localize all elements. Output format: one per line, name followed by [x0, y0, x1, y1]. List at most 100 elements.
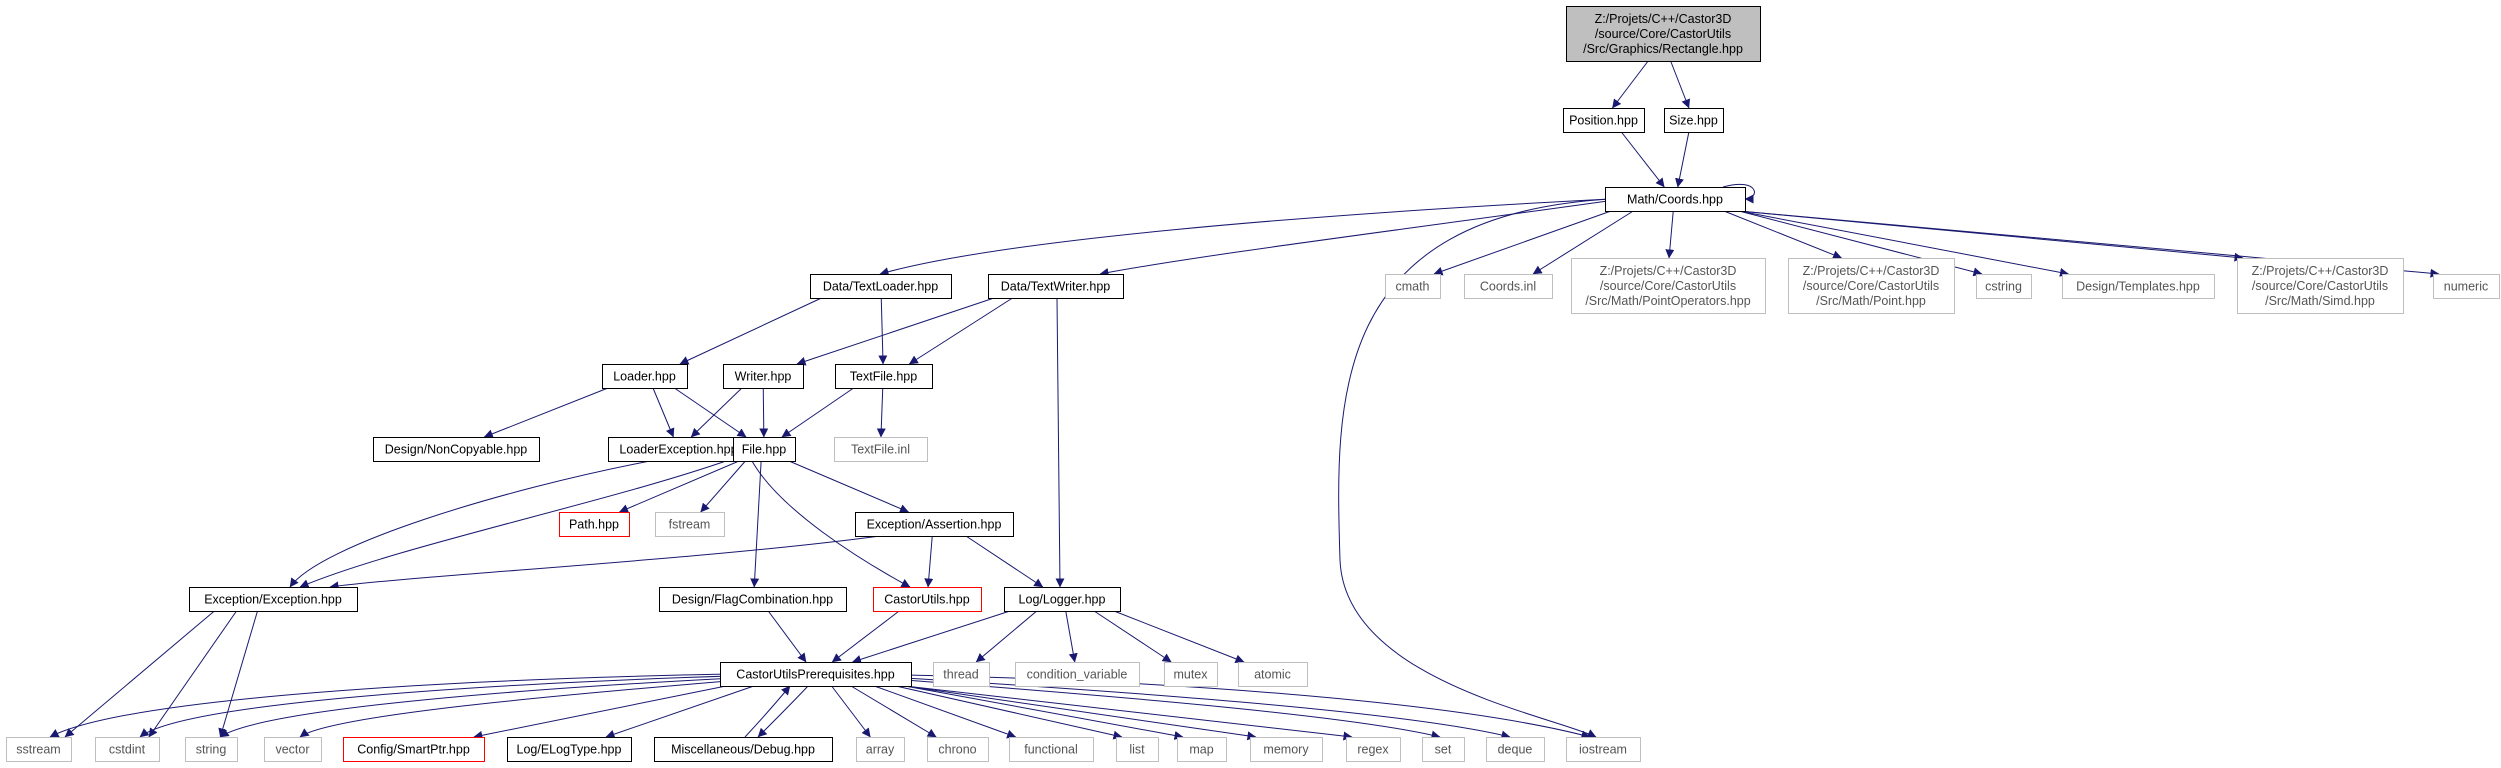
node-box-vector — [264, 737, 322, 762]
node-path[interactable]: Path.hpp — [559, 512, 630, 537]
node-flagcomb[interactable]: Design/FlagCombination.hpp — [659, 587, 847, 612]
node-label-point: Z:/Projets/C++/Castor3D — [1803, 264, 1940, 278]
edge-prereq-to-iostream — [904, 674, 1591, 740]
edge-prereq-to-functional — [874, 685, 1017, 739]
node-label-textfileinl: TextFile.inl — [851, 443, 910, 457]
node-box-atomic — [1238, 662, 1308, 687]
node-label-condvar: condition_variable — [1027, 668, 1128, 682]
edge-prereq-to-debug — [757, 685, 809, 738]
node-string[interactable]: string — [185, 737, 238, 762]
node-array[interactable]: array — [856, 737, 905, 762]
edge-logger-to-thread — [975, 610, 1038, 663]
node-box-prereq — [720, 662, 912, 687]
node-iostream[interactable]: iostream — [1566, 737, 1641, 762]
node-fstream[interactable]: fstream — [655, 512, 725, 537]
node-chrono[interactable]: chrono — [927, 737, 989, 762]
node-box-chrono — [927, 737, 989, 762]
node-logger[interactable]: Log/Logger.hpp — [1004, 587, 1121, 612]
node-exception[interactable]: Exception/Exception.hpp — [189, 587, 358, 612]
node-simd[interactable]: Z:/Projets/C++/Castor3D/source/Core/Cast… — [2237, 258, 2404, 314]
node-box-assertion — [855, 512, 1014, 537]
node-textloader[interactable]: Data/TextLoader.hpp — [810, 274, 952, 299]
edge-prereq-to-smartptr — [473, 685, 727, 740]
node-prereq[interactable]: CastorUtilsPrerequisites.hpp — [720, 662, 912, 687]
edge-logger-to-atomic — [1113, 610, 1245, 664]
node-templates[interactable]: Design/Templates.hpp — [2062, 274, 2215, 299]
node-box-simd — [2237, 258, 2404, 314]
node-box-root — [1566, 6, 1761, 62]
node-box-pointops — [1571, 258, 1766, 314]
node-label-fstream: fstream — [669, 518, 711, 532]
node-loader[interactable]: Loader.hpp — [602, 364, 688, 389]
node-sstream[interactable]: sstream — [6, 737, 72, 762]
node-functional[interactable]: functional — [1009, 737, 1094, 762]
node-cmath[interactable]: cmath — [1385, 274, 1441, 299]
node-memory[interactable]: memory — [1250, 737, 1323, 762]
edge-loader-to-file — [674, 387, 747, 438]
node-label-root: /source/Core/CastorUtils — [1595, 27, 1731, 41]
node-textfileinl[interactable]: TextFile.inl — [834, 437, 928, 462]
node-label-path: Path.hpp — [569, 518, 619, 532]
node-label-textfile: TextFile.hpp — [850, 370, 917, 384]
edge-textwriter-to-logger — [1055, 297, 1065, 588]
node-box-elogtype — [507, 737, 632, 762]
edge-prereq-to-chrono — [850, 685, 937, 738]
node-list[interactable]: list — [1116, 737, 1159, 762]
node-mutex[interactable]: mutex — [1164, 662, 1218, 687]
edge-prereq-to-memory — [904, 685, 1257, 741]
node-label-smartptr: Config/SmartPtr.hpp — [357, 743, 470, 757]
node-cstdint[interactable]: cstdint — [95, 737, 160, 762]
node-atomic[interactable]: atomic — [1238, 662, 1308, 687]
node-box-position — [1563, 108, 1645, 133]
node-size[interactable]: Size.hpp — [1664, 108, 1724, 133]
node-loaderexc[interactable]: LoaderException.hpp — [608, 437, 750, 462]
node-noncopyable[interactable]: Design/NonCopyable.hpp — [373, 437, 540, 462]
node-label-logger: Log/Logger.hpp — [1019, 593, 1106, 607]
node-box-smartptr — [343, 737, 485, 762]
node-coordsinl[interactable]: Coords.inl — [1464, 274, 1553, 299]
node-label-sstream: sstream — [16, 743, 60, 757]
node-label-textwriter: Data/TextWriter.hpp — [1001, 280, 1111, 294]
edge-coords-to-templates — [1738, 210, 2069, 277]
node-regex[interactable]: regex — [1346, 737, 1401, 762]
node-assertion[interactable]: Exception/Assertion.hpp — [855, 512, 1014, 537]
node-set[interactable]: set — [1422, 737, 1465, 762]
node-smartptr[interactable]: Config/SmartPtr.hpp — [343, 737, 485, 762]
node-textwriter[interactable]: Data/TextWriter.hpp — [988, 274, 1124, 299]
node-box-set — [1422, 737, 1465, 762]
node-vector[interactable]: vector — [264, 737, 322, 762]
node-label-noncopyable: Design/NonCopyable.hpp — [385, 443, 528, 457]
node-position[interactable]: Position.hpp — [1563, 108, 1645, 133]
node-elogtype[interactable]: Log/ELogType.hpp — [507, 737, 632, 762]
node-box-cstring — [1976, 274, 2032, 299]
node-condvar[interactable]: condition_variable — [1015, 662, 1140, 687]
node-textfile[interactable]: TextFile.hpp — [835, 364, 933, 389]
node-writer[interactable]: Writer.hpp — [723, 364, 804, 389]
node-label-point: /source/Core/CastorUtils — [1803, 279, 1939, 293]
node-point[interactable]: Z:/Projets/C++/Castor3D/source/Core/Cast… — [1788, 258, 1955, 314]
node-root[interactable]: Z:/Projets/C++/Castor3D/source/Core/Cast… — [1566, 6, 1761, 62]
node-box-fstream — [655, 512, 725, 537]
node-castorutils[interactable]: CastorUtils.hpp — [873, 587, 982, 612]
node-label-vector: vector — [275, 743, 309, 757]
node-label-coordsinl: Coords.inl — [1480, 280, 1536, 294]
node-map[interactable]: map — [1177, 737, 1227, 762]
node-pointops[interactable]: Z:/Projets/C++/Castor3D/source/Core/Cast… — [1571, 258, 1766, 314]
node-cstring[interactable]: cstring — [1976, 274, 2032, 299]
node-file[interactable]: File.hpp — [733, 437, 796, 462]
node-debug[interactable]: Miscellaneous/Debug.hpp — [654, 737, 833, 762]
node-deque[interactable]: deque — [1486, 737, 1545, 762]
node-label-pointops: /Src/Math/PointOperators.hpp — [1585, 294, 1750, 308]
edge-assertion-to-exception — [329, 535, 881, 591]
edge-prereq-to-sstream — [49, 673, 731, 738]
edge-coords-to-point — [1723, 210, 1843, 260]
node-coords[interactable]: Math/Coords.hpp — [1605, 187, 1746, 212]
node-label-cstring: cstring — [1985, 280, 2022, 294]
node-box-functional — [1009, 737, 1094, 762]
node-box-writer — [723, 364, 804, 389]
node-thread[interactable]: thread — [933, 662, 990, 687]
edge-coords-to-cmath — [1433, 210, 1612, 276]
edge-root-to-position — [1612, 60, 1649, 109]
node-box-condvar — [1015, 662, 1140, 687]
node-numeric[interactable]: numeric — [2433, 274, 2500, 299]
